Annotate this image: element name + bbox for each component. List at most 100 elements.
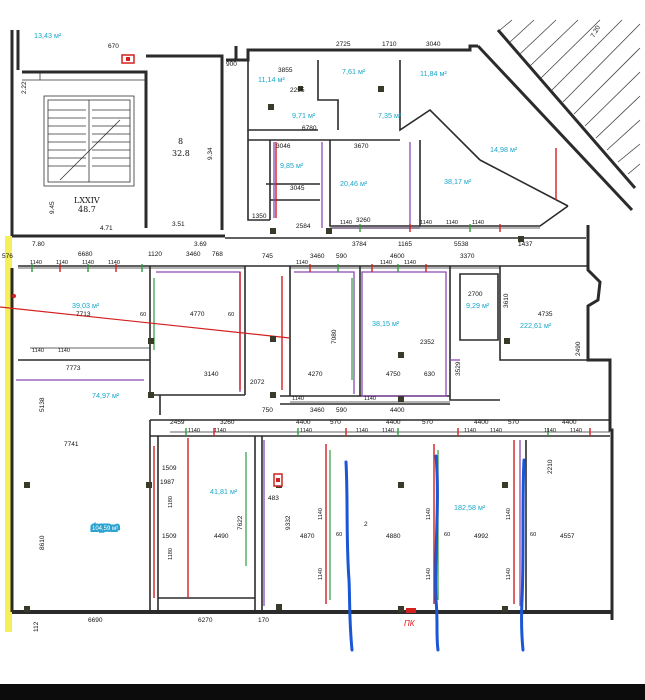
svg-text:1140: 1140: [188, 428, 200, 434]
room-label: LXXIV: [74, 196, 100, 205]
svg-text:60: 60: [530, 532, 536, 538]
svg-text:1140: 1140: [426, 508, 432, 520]
dimension: 750: [262, 407, 273, 414]
dimension: 745: [262, 253, 273, 260]
staircase: [43, 95, 135, 187]
area-label: 7,61 м²: [342, 67, 366, 76]
svg-text:1140: 1140: [364, 396, 376, 402]
dimension: 590: [336, 407, 347, 414]
area-label: 74,97 м²: [92, 391, 120, 400]
area-label: 182,58 м²: [454, 503, 486, 512]
dimension: 4557: [560, 533, 575, 540]
svg-text:1140: 1140: [296, 260, 308, 266]
area-label: 13,43 м²: [34, 31, 62, 40]
dimension: 1509: [162, 465, 177, 472]
dimension: 6780: [302, 125, 317, 132]
area-label-highlighted: 104,59 м²: [92, 526, 118, 532]
svg-text:60: 60: [444, 532, 450, 538]
outer-walls: [10, 29, 637, 620]
dimension: 3855: [278, 67, 293, 74]
svg-text:1140: 1140: [214, 428, 226, 434]
dimension: 2255: [290, 87, 305, 94]
dimension: 670: [108, 43, 119, 50]
svg-text:1140: 1140: [464, 428, 476, 434]
red-partitions: [153, 142, 557, 604]
dimension: 1120: [148, 251, 162, 258]
dimension: 3260: [220, 419, 235, 426]
dimension: 4400: [296, 419, 311, 426]
dimension: 7080: [331, 329, 338, 344]
dimension: 3045: [290, 185, 305, 192]
dimension: 4400: [386, 419, 401, 426]
svg-text:1140: 1140: [382, 428, 394, 434]
dimension: 7773: [66, 365, 81, 372]
dimension: 3140: [204, 371, 219, 378]
dimension: 9.45: [49, 201, 56, 214]
area-label: 38,15 м²: [372, 319, 400, 328]
dimension: 8610: [39, 535, 46, 550]
svg-text:60: 60: [140, 312, 146, 318]
area-label: 11,84 м²: [420, 69, 447, 78]
dimension: 2700: [468, 291, 483, 298]
dimension: 3670: [354, 143, 369, 150]
area-label: 14,98 м²: [490, 145, 518, 154]
dimension: 576: [2, 253, 13, 260]
svg-text:1140: 1140: [570, 428, 582, 434]
dimension: 7622: [237, 515, 244, 530]
svg-text:1140: 1140: [300, 428, 312, 434]
svg-text:1140: 1140: [544, 428, 556, 434]
dimension: 3.69: [194, 241, 207, 248]
ticks: [31, 224, 591, 436]
dimension: 4880: [386, 533, 401, 540]
dimension: 2352: [420, 339, 435, 346]
svg-text:1140: 1140: [420, 220, 432, 226]
blue-markers: [344, 454, 526, 652]
svg-text:1140: 1140: [82, 260, 94, 266]
dimension: 112: [33, 621, 40, 632]
svg-text:1140: 1140: [58, 348, 70, 354]
dimension: 2210: [547, 459, 554, 474]
svg-text:60: 60: [336, 532, 342, 538]
dimension: 900: [226, 61, 237, 68]
dimension: 3529: [455, 361, 462, 376]
svg-text:1140: 1140: [56, 260, 68, 266]
svg-text:1180: 1180: [168, 496, 174, 508]
room-label: 8: [178, 137, 183, 146]
fire-cabinet-bottom: [406, 608, 416, 613]
dimension: 2459: [170, 419, 185, 426]
dimension: 6690: [88, 617, 103, 624]
dimension: 1350: [252, 213, 267, 220]
svg-text:1140: 1140: [32, 348, 44, 354]
area-label: 7,35 м²: [378, 111, 402, 120]
svg-text:60: 60: [228, 312, 234, 318]
room-label: 32.8: [172, 149, 190, 158]
dimension: 4490: [214, 533, 229, 540]
dimension: 3460: [310, 253, 325, 260]
dimension: 6680: [78, 251, 93, 258]
area-label: 11,14 м²: [258, 75, 285, 84]
svg-text:1140: 1140: [318, 508, 324, 520]
dimension: 768: [212, 251, 223, 258]
dimension: 4750: [386, 371, 401, 378]
dimension: 3260: [356, 217, 371, 224]
dimension: 630: [424, 371, 435, 378]
dimension: 3040: [426, 41, 441, 48]
svg-text:1140: 1140: [490, 428, 502, 434]
dimension: 5538: [454, 241, 469, 248]
dimension: 4735: [538, 311, 553, 318]
area-label: 9,85 м²: [280, 161, 304, 170]
dimension: 3610: [503, 293, 510, 308]
area-label: 9,29 м²: [466, 301, 490, 310]
fire-cabinets: [121, 54, 416, 613]
segment-bars: [18, 227, 610, 433]
dimension: 7.20: [590, 24, 603, 39]
area-label: 39,03 м²: [72, 301, 100, 310]
round-marker: [12, 294, 16, 298]
stair-steps-top: [22, 72, 146, 81]
svg-text:1140: 1140: [472, 220, 484, 226]
svg-text:1140: 1140: [318, 568, 324, 580]
dimension: 4870: [300, 533, 315, 540]
hatch-area: [499, 19, 641, 175]
dimension: 570: [422, 419, 433, 426]
